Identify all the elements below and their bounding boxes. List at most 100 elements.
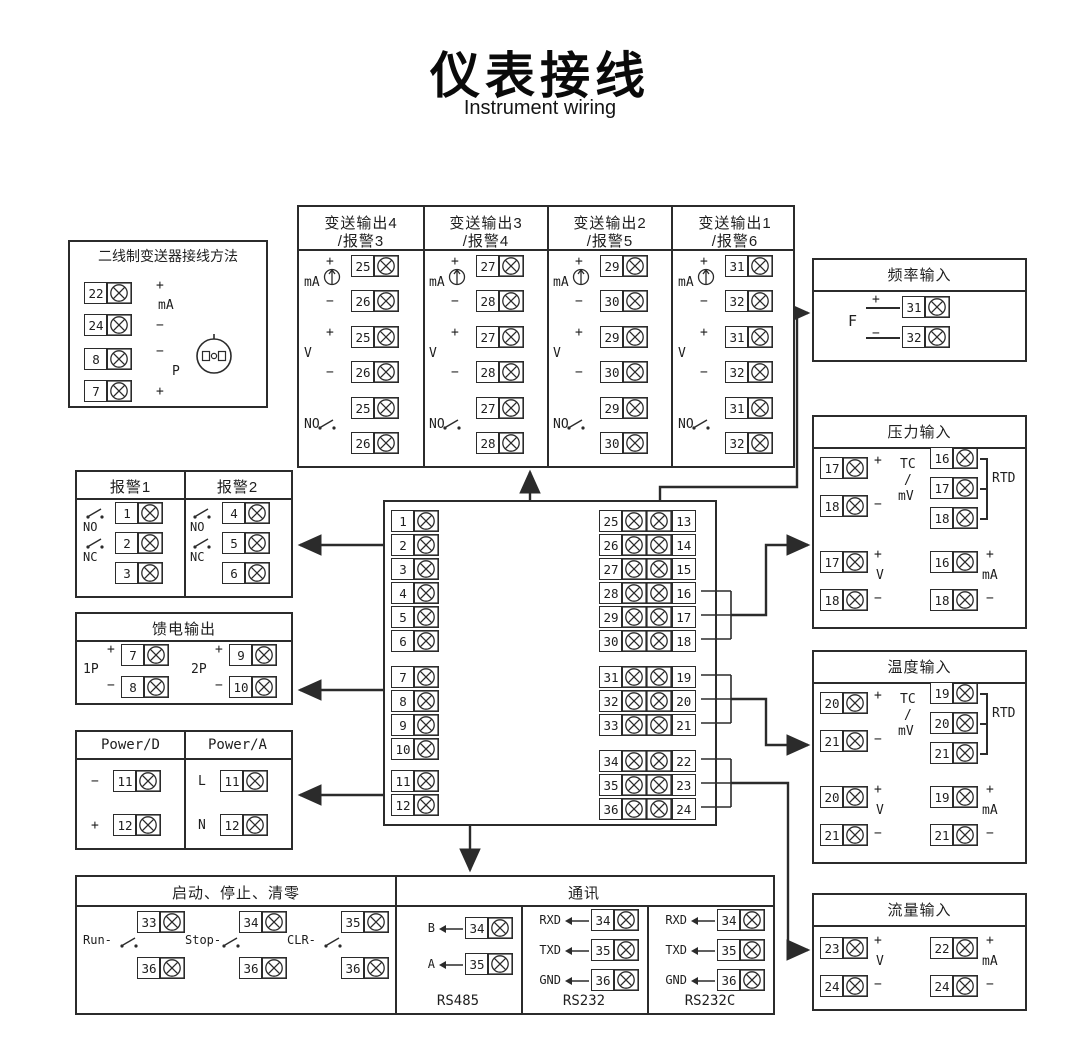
terminal-30: 30 <box>600 432 649 454</box>
wire-label: NO <box>553 417 569 432</box>
divider-line <box>866 307 900 309</box>
terminal-number: 24 <box>671 798 696 820</box>
terminal-number: 9 <box>391 714 415 736</box>
terminal-number: 29 <box>600 255 624 277</box>
section-title: Power/A <box>207 737 267 753</box>
terminal-31: 31 <box>725 397 774 419</box>
terminal-number: 9 <box>229 644 253 666</box>
wire-label: + <box>451 254 459 269</box>
terminal-number: 6 <box>391 630 415 652</box>
terminal-number: 22 <box>84 282 108 304</box>
screw-terminal-icon <box>244 532 271 554</box>
terminal-number: 29 <box>600 397 624 419</box>
terminal-number: 5 <box>391 606 415 628</box>
screw-terminal-icon <box>622 397 649 419</box>
wire-label: − <box>451 294 459 309</box>
screw-terminal-icon <box>952 477 979 499</box>
terminal-12: 12 <box>391 794 440 816</box>
terminal-36: 36 <box>239 957 288 979</box>
terminal-18: 18 <box>820 495 869 517</box>
wire-label: RTD <box>992 471 1016 486</box>
terminal-number: 21 <box>820 730 844 752</box>
terminal-number: 4 <box>222 502 246 524</box>
terminal-number: 34 <box>465 917 489 939</box>
section-title: 变送输出2 <box>573 215 647 232</box>
terminal-number: 25 <box>351 326 375 348</box>
terminal-number: 32 <box>725 432 749 454</box>
terminal-number: 17 <box>820 457 844 479</box>
terminal-number: 36 <box>137 957 161 979</box>
terminal-number: 11 <box>220 770 244 792</box>
wire-label: − <box>451 365 459 380</box>
screw-terminal-icon <box>622 255 649 277</box>
wire-label: − <box>326 365 334 380</box>
terminal-34: 34 <box>591 909 640 931</box>
terminal-24: 24 <box>820 975 869 997</box>
divider-line <box>521 905 523 1013</box>
section-title: RS232 <box>562 993 606 1009</box>
terminal-number: 5 <box>222 532 246 554</box>
divider-line <box>980 518 988 520</box>
screw-terminal-icon <box>106 282 133 304</box>
terminal-number: 21 <box>671 714 696 736</box>
screw-terminal-icon <box>159 911 186 933</box>
terminal-number: 34 <box>591 909 615 931</box>
screw-terminal-icon <box>747 361 774 383</box>
terminal-pair-36-24: 36 24 <box>599 798 696 820</box>
wire-label: Stop- <box>185 933 222 947</box>
screw-terminal-icon <box>842 692 869 714</box>
screw-terminal-icon <box>621 582 648 604</box>
screw-terminal-icon <box>498 397 525 419</box>
terminal-23: 23 <box>820 937 869 959</box>
screw-terminal-icon <box>413 714 440 736</box>
wire-label: + <box>986 547 994 562</box>
screw-terminal-icon <box>924 326 951 348</box>
terminal-number: 36 <box>717 969 741 991</box>
screw-terminal-icon <box>487 953 514 975</box>
page-title: 仪表接线 <box>430 48 650 104</box>
screw-terminal-icon <box>373 255 400 277</box>
screw-terminal-icon <box>621 606 648 628</box>
terminal-5: 5 <box>222 532 271 554</box>
terminal-number: 27 <box>476 397 500 419</box>
section-title: /报警3 <box>337 233 385 250</box>
terminal-34: 34 <box>717 909 766 931</box>
terminal-number: 16 <box>671 582 696 604</box>
terminal-number: 20 <box>820 692 844 714</box>
terminal-22: 22 <box>84 282 133 304</box>
terminal-33: 33 <box>137 911 186 933</box>
wire-label: V <box>876 803 884 818</box>
screw-terminal-icon <box>413 582 440 604</box>
screw-terminal-icon <box>739 939 766 961</box>
terminal-number: 33 <box>137 911 161 933</box>
screw-terminal-icon <box>621 558 648 580</box>
screw-terminal-icon <box>413 770 440 792</box>
terminal-25: 25 <box>351 255 400 277</box>
wire-label: + <box>874 547 882 562</box>
terminal-12: 12 <box>220 814 269 836</box>
terminal-number: 3 <box>391 558 415 580</box>
terminal-number: 18 <box>820 495 844 517</box>
divider-line <box>671 207 673 466</box>
terminal-7: 7 <box>84 380 133 402</box>
terminal-number: 12 <box>113 814 137 836</box>
wire-label: + <box>874 782 882 797</box>
terminal-36: 36 <box>137 957 186 979</box>
current-source-icon <box>572 268 590 286</box>
screw-terminal-icon <box>842 937 869 959</box>
section-title: 变送输出1 <box>698 215 772 232</box>
terminal-27: 27 <box>476 326 525 348</box>
terminal-32: 32 <box>725 290 774 312</box>
terminal-number: 8 <box>121 676 145 698</box>
terminal-number: 29 <box>599 606 623 628</box>
screw-terminal-icon <box>363 957 390 979</box>
section-title: /报警4 <box>462 233 510 250</box>
terminal-number: 36 <box>599 798 623 820</box>
